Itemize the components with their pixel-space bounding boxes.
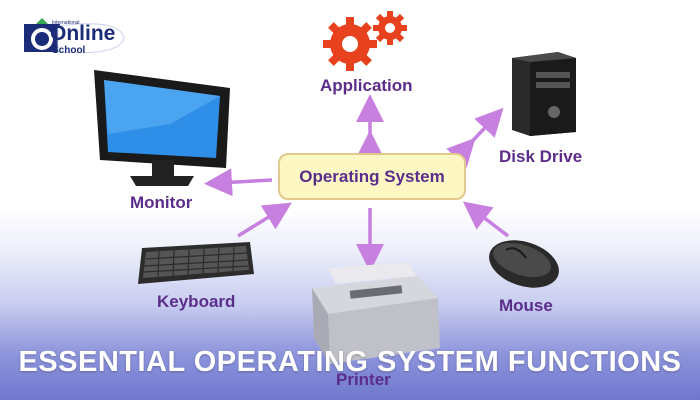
node-mouse: Mouse	[499, 296, 553, 315]
arrow-os-monitor	[204, 168, 273, 197]
tower-pc-icon	[512, 52, 576, 136]
printer-icon	[312, 262, 440, 364]
node-application: Application	[320, 76, 413, 95]
logo-name: Online	[50, 22, 116, 45]
node-disk-drive: Disk Drive	[499, 147, 583, 166]
arrow-keyboard-os	[237, 202, 292, 238]
node-keyboard: Keyboard	[157, 292, 236, 311]
monitor-icon	[94, 70, 230, 186]
logo-tagline: International	[52, 20, 80, 26]
arrow-mouse-os	[462, 201, 510, 238]
page-title: ESSENTIAL OPERATING SYSTEM FUNCTIONS	[18, 345, 682, 378]
mouse-icon	[489, 240, 559, 288]
gears-icon	[323, 11, 407, 71]
logo-sub: School	[52, 45, 86, 56]
node-monitor: Monitor	[130, 193, 193, 212]
arrow-os-disk	[446, 107, 504, 168]
brand-logo: International Online School	[22, 18, 125, 56]
os-label: Operating System	[299, 166, 445, 186]
node-printer: Printer	[336, 370, 391, 389]
operating-system-box: Operating System	[278, 153, 466, 200]
keyboard-icon	[138, 242, 254, 284]
